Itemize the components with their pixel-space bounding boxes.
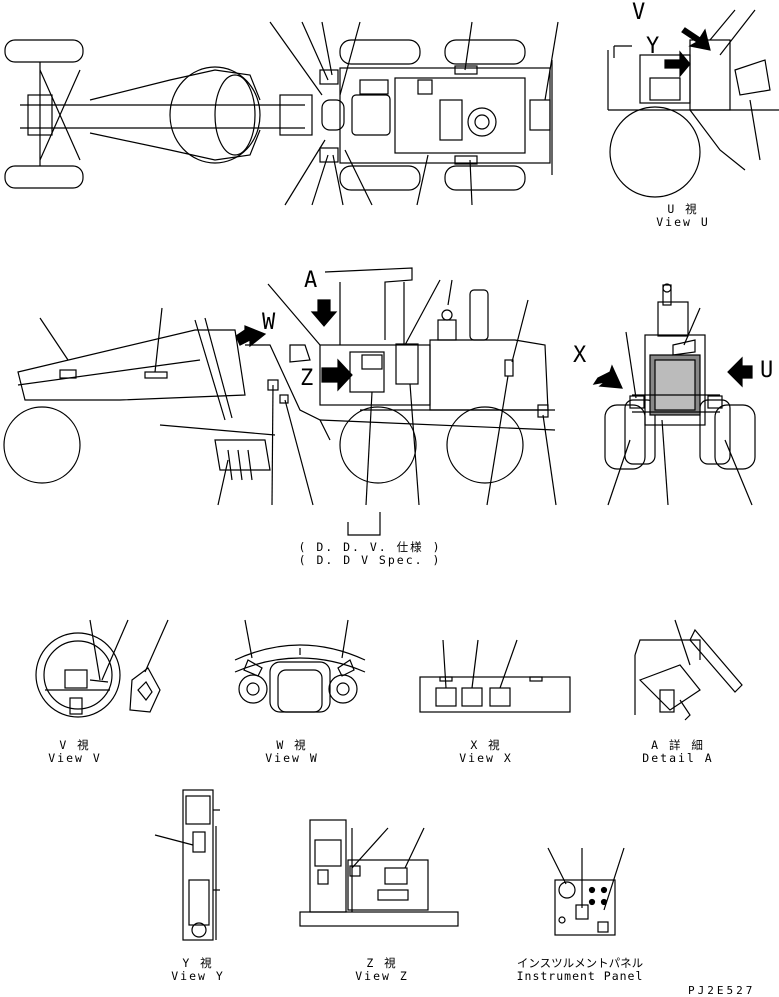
instrument-panel-caption: インスツルメントパネル Instrument Panel xyxy=(500,957,660,983)
view-u-caption-jp: U 視 xyxy=(667,202,699,216)
view-w-drawing xyxy=(234,619,366,713)
top-plan-view xyxy=(4,21,559,206)
view-v-caption-jp: V 視 xyxy=(59,738,91,752)
view-w-caption-en: View W xyxy=(265,751,319,765)
detail-a-caption-en: Detail A xyxy=(642,751,714,765)
view-y-drawing xyxy=(154,789,220,941)
view-v-caption: V 視 View V xyxy=(15,739,135,765)
view-y-caption-jp: Y 視 xyxy=(182,956,214,970)
view-z-caption-en: View Z xyxy=(355,969,409,983)
view-z-caption-jp: Z 視 xyxy=(366,956,398,970)
view-rear-drawing xyxy=(592,283,756,506)
view-x-caption-jp: X 視 xyxy=(470,738,502,752)
letter-w-side: W xyxy=(262,310,276,335)
letter-y-top: Y xyxy=(646,34,660,59)
spec-caption-jp: ( D. D. V. 仕様 ) xyxy=(298,540,442,554)
view-w-caption-jp: W 視 xyxy=(276,738,308,752)
view-x-drawing xyxy=(419,639,571,713)
letter-a-side: A xyxy=(304,268,318,293)
letter-x-side: X xyxy=(573,343,587,368)
detail-a-drawing xyxy=(634,619,743,721)
view-u-caption-en: View U xyxy=(656,215,710,229)
side-view xyxy=(3,267,557,536)
letter-u-side: U xyxy=(760,358,774,383)
letter-z-side: Z xyxy=(300,366,314,391)
instrument-panel-caption-en: Instrument Panel xyxy=(516,969,644,983)
view-v-drawing xyxy=(35,619,169,718)
view-y-caption-en: View Y xyxy=(171,969,225,983)
instrument-panel-caption-jp: インスツルメントパネル xyxy=(516,956,644,970)
view-y-caption: Y 視 View Y xyxy=(138,957,258,983)
detail-a-caption-jp: A 詳 細 xyxy=(651,738,705,752)
view-v-caption-en: View V xyxy=(48,751,102,765)
letter-v-top: V xyxy=(632,0,646,25)
view-u-drawing xyxy=(607,9,779,198)
view-u-caption: U 視 View U xyxy=(623,203,743,229)
spec-caption: ( D. D. V. 仕様 ) ( D. D V Spec. ) xyxy=(290,541,450,567)
detail-a-caption: A 詳 細 Detail A xyxy=(618,739,738,765)
instrument-panel-drawing xyxy=(547,847,625,936)
view-z-caption: Z 視 View Z xyxy=(322,957,442,983)
view-w-caption: W 視 View W xyxy=(232,739,352,765)
view-z-drawing xyxy=(299,819,459,927)
view-x-caption-en: View X xyxy=(459,751,513,765)
drawing-code: PJ2E527 xyxy=(688,984,756,997)
spec-caption-en: ( D. D V Spec. ) xyxy=(298,553,442,567)
view-x-caption: X 視 View X xyxy=(426,739,546,765)
